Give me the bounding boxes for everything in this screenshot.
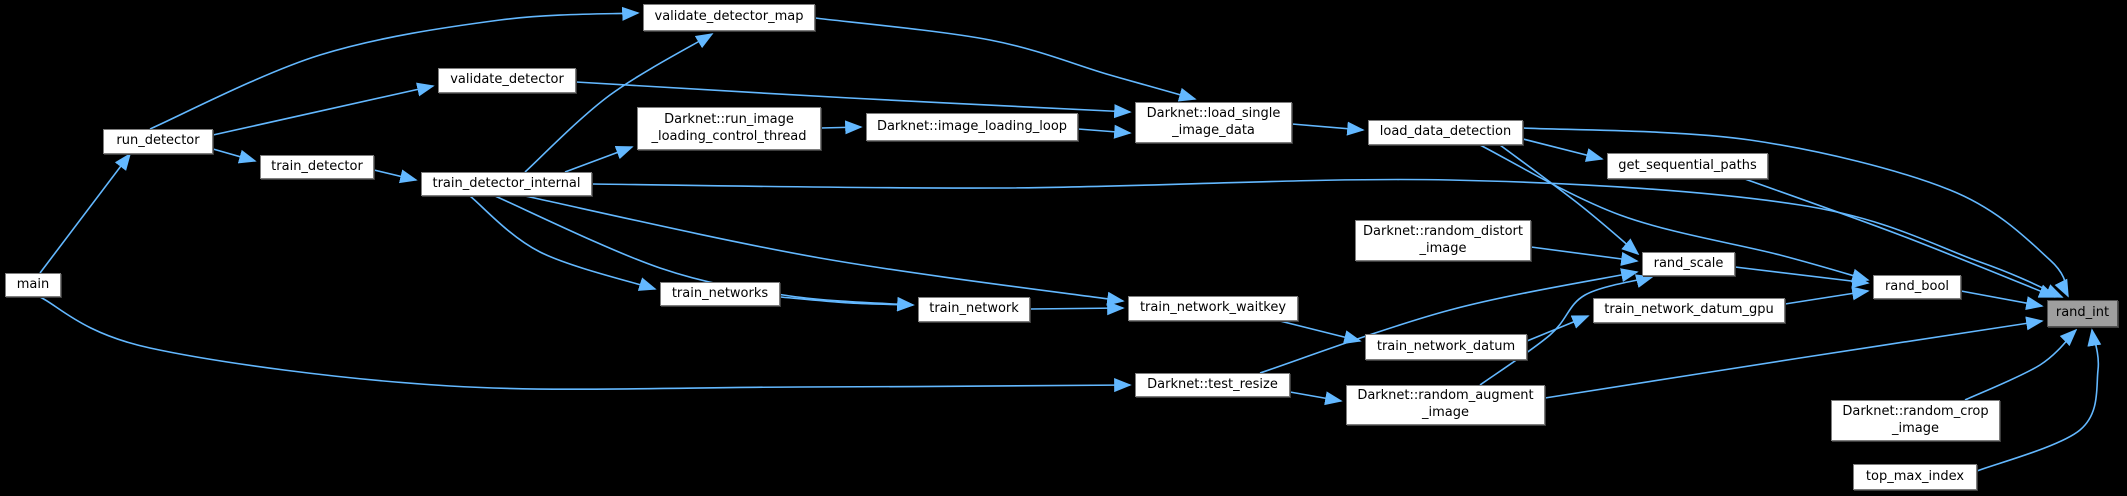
edge-load_single--load_data_detection [1291, 121, 1365, 136]
node-get_sequential_paths[interactable]: get_sequential_paths [1607, 153, 1768, 179]
node-load_data_detection[interactable]: load_data_detection [1368, 120, 1523, 145]
edge-train_network_waitkey--train_network_datum [1279, 320, 1362, 344]
node-main[interactable]: main [5, 273, 61, 297]
edge-train_detector_internal--validate_detector_map [524, 33, 714, 173]
edge-image_loading_loop--load_single [1077, 124, 1132, 139]
node-image_loading_loop[interactable]: Darknet::image_loading_loop [866, 113, 1078, 141]
edge-train_detector_internal--run_image_ctrl [564, 145, 634, 173]
edge-train_detector_internal--rand_int [591, 178, 2064, 298]
edge-rand_scale--rand_bool [1734, 266, 1870, 289]
node-train_network_datum_gpu[interactable]: train_network_datum_gpu [1593, 298, 1785, 323]
edge-train_detector_internal--train_networks [469, 195, 657, 291]
edge-main--test_resize [39, 296, 1132, 393]
node-validate_detector_map[interactable]: validate_detector_map [643, 4, 815, 31]
node-rand_bool[interactable]: rand_bool [1873, 275, 1961, 299]
edge-train_detector--train_detector_internal [373, 169, 418, 184]
edge-load_data_detection--rand_bool [1479, 144, 1870, 283]
node-train_network_waitkey[interactable]: train_network_waitkey [1128, 296, 1298, 321]
node-top_max_index[interactable]: top_max_index [1853, 464, 1977, 490]
node-train_detector[interactable]: train_detector [260, 155, 374, 179]
node-random_augment_image[interactable]: Darknet::random_augment _image [1346, 385, 1545, 425]
node-run_image_ctrl[interactable]: Darknet::run_image _loading_control_thre… [637, 107, 821, 150]
edge-main--run_detector [39, 152, 132, 274]
node-train_network[interactable]: train_network [918, 297, 1030, 322]
node-load_single[interactable]: Darknet::load_single _image_data [1135, 102, 1292, 143]
edge-random_distort_image--rand_scale [1530, 246, 1639, 266]
edge-train_networks--train_network [779, 296, 915, 312]
edge-validate_detector_map--load_single [814, 17, 1197, 102]
node-train_detector_internal[interactable]: train_detector_internal [421, 172, 592, 196]
edge-test_resize--random_augment_image [1289, 391, 1343, 406]
edge-train_detector_internal--train_network_waitkey [524, 195, 1125, 306]
node-train_networks[interactable]: train_networks [660, 282, 780, 306]
edge-run_detector--train_detector [212, 148, 257, 164]
edge-random_augment_image--rand_scale [1479, 274, 1654, 386]
edge-run_detector--validate_detector [212, 82, 435, 136]
edge-test_resize--rand_scale [1259, 268, 1639, 374]
edge-top_max_index--rand_int [1976, 328, 2102, 472]
edge-random_crop_image--rand_int [1964, 328, 2078, 401]
node-rand_int[interactable]: rand_int [2047, 300, 2118, 327]
edge-load_data_detection--get_sequential_paths [1522, 138, 1604, 162]
node-random_distort_image[interactable]: Darknet::random_distort _image [1355, 220, 1531, 261]
node-train_network_datum[interactable]: train_network_datum [1365, 334, 1527, 360]
node-validate_detector[interactable]: validate_detector [438, 68, 576, 93]
node-random_crop_image[interactable]: Darknet::random_crop _image [1831, 400, 2000, 441]
edge-run_image_ctrl--image_loading_loop [820, 120, 863, 135]
edge-load_data_detection--rand_scale [1499, 144, 1640, 256]
edge-rand_bool--rand_int [1960, 290, 2044, 311]
edge-load_data_detection--rand_int [1522, 127, 2069, 298]
node-test_resize[interactable]: Darknet::test_resize [1135, 373, 1290, 397]
node-rand_scale[interactable]: rand_scale [1642, 252, 1735, 276]
node-run_detector[interactable]: run_detector [103, 129, 213, 154]
edge-get_sequential_paths--rand_int [1744, 178, 2057, 298]
edge-train_network--train_network_waitkey [1029, 301, 1125, 316]
edge-train_network_datum_gpu--rand_bool [1784, 286, 1870, 305]
edge-run_detector--validate_detector_map [149, 6, 640, 130]
edge-validate_detector--load_single [575, 81, 1132, 119]
edge-random_augment_image--rand_int [1544, 316, 2044, 399]
